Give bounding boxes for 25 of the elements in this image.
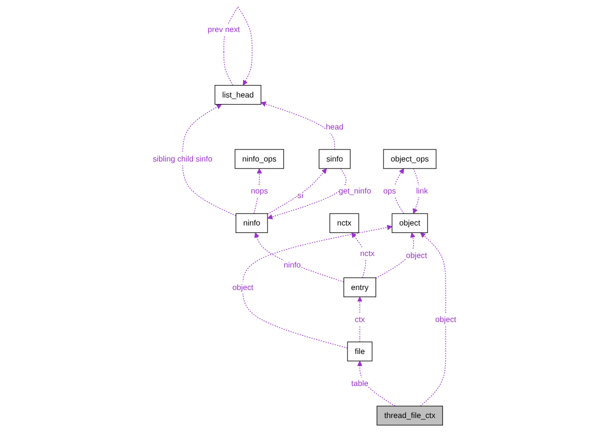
node-box: [383, 149, 436, 169]
node-box: [318, 149, 350, 169]
arrow: [254, 232, 344, 282]
arrow: [420, 232, 446, 406]
arrow: [351, 232, 366, 278]
node-box: [236, 213, 268, 233]
arrow: [267, 168, 346, 220]
node-box: [392, 213, 428, 233]
arrow: [260, 101, 335, 150]
node-box: [343, 277, 376, 298]
node-box: [347, 342, 372, 362]
arrow: [182, 104, 236, 216]
arrow: [223, 6, 252, 86]
arrow: [267, 168, 327, 214]
arrow: [254, 168, 262, 214]
node-box: [329, 213, 360, 233]
arrow: [242, 224, 392, 348]
arrow: [357, 360, 396, 406]
arrow: [412, 168, 420, 214]
node-box: [376, 406, 443, 426]
arrow: [394, 168, 404, 214]
node-box: [234, 149, 284, 169]
arrow: [357, 296, 362, 342]
arrow: [375, 232, 416, 279]
node-box: [214, 85, 262, 105]
